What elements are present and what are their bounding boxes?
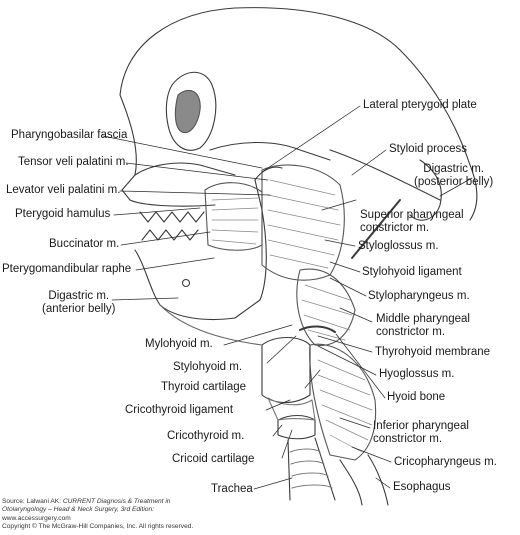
mandible <box>134 179 267 321</box>
label-superior-constrictor-line2: constrictor m. <box>360 222 430 234</box>
label-inferior-pharyngeal-constrictor: Inferior pharyngeal constrictor m. <box>373 420 469 446</box>
lower-teeth <box>141 229 199 241</box>
label-digastric-posterior-line2: (posterior belly) <box>414 176 494 188</box>
mandible-ramus <box>254 166 283 181</box>
credit-line-2: Otolaryngology – Head & Neck Surgery, 3r… <box>2 506 193 514</box>
label-hyoglossus: Hyoglossus m. <box>379 368 455 380</box>
credit-copyright: Copyright © The McGraw-Hill Companies, I… <box>2 523 194 531</box>
label-superior-constrictor-line1: Superior pharyngeal <box>360 209 464 221</box>
label-esophagus: Esophagus <box>393 481 451 493</box>
label-pharyngobasilar-fascia: Pharyngobasilar fascia <box>11 129 128 141</box>
mastoid-region <box>409 159 442 221</box>
label-buccinator: Buccinator m. <box>49 238 120 250</box>
hyoid-bone <box>299 325 336 333</box>
thyroid-cartilage <box>261 336 311 404</box>
esophagus <box>339 454 389 506</box>
label-digastric-anterior-line1: Digastric m. <box>48 290 110 302</box>
mental-foramen <box>181 278 191 288</box>
neck-front <box>159 304 263 346</box>
upper-teeth <box>139 211 205 223</box>
label-middle-pharyngeal-constrictor: Middle pharyngeal constrictor m. <box>376 313 470 339</box>
leader-lines <box>102 105 473 490</box>
label-tensor-veli-palatini: Tensor veli palatini m. <box>18 156 129 168</box>
credit-url: www.accessurgery.com <box>2 514 71 522</box>
label-pterygoid-hamulus: Pterygoid hamulus <box>15 208 111 220</box>
credit-source-title-1: CURRENT Diagnosis & Treatment in <box>62 498 171 505</box>
label-digastric-posterior: Digastric m. (posterior belly) <box>414 163 493 189</box>
cricoid-cartilage <box>277 414 316 440</box>
label-middle-constrictor-line1: Middle pharyngeal <box>376 313 470 325</box>
label-inferior-constrictor-line2: constrictor m. <box>373 433 443 445</box>
zygomatic-arch <box>209 141 331 161</box>
label-middle-constrictor-line2: constrictor m. <box>376 326 446 338</box>
label-cricothyroid: Cricothyroid m. <box>167 430 245 442</box>
cranial-base <box>329 149 441 201</box>
label-cricopharyngeus: Cricopharyngeus m. <box>394 456 497 468</box>
label-digastric-anterior: Digastric m. (anterior belly) <box>42 290 116 316</box>
source-credit: Source: Lalwani AK: CURRENT Diagnosis & … <box>2 498 193 532</box>
label-digastric-posterior-line1: Digastric m. <box>423 163 484 175</box>
label-styloglossus: Styloglossus m. <box>358 240 439 252</box>
styloid-process <box>351 199 401 259</box>
label-thyrohyoid-membrane: Thyrohyoid membrane <box>375 346 491 358</box>
label-hyoid-bone: Hyoid bone <box>387 391 446 403</box>
middle-constrictor-mass <box>296 268 356 346</box>
label-styloid-process: Styloid process <box>389 143 467 155</box>
label-superior-pharyngeal-constrictor: Superior pharyngeal constrictor m. <box>360 209 464 235</box>
superior-constrictor-mass <box>261 164 345 281</box>
label-mylohyoid: Mylohyoid m. <box>145 338 213 350</box>
nasal-bone <box>119 94 137 201</box>
tracheal-rings <box>289 448 333 489</box>
upper-jaw-line <box>129 199 216 207</box>
label-thyroid-cartilage: Thyroid cartilage <box>161 381 247 393</box>
label-digastric-anterior-line2: (anterior belly) <box>42 303 116 315</box>
trachea <box>287 437 336 501</box>
label-trachea: Trachea <box>211 483 253 495</box>
label-stylopharyngeus: Stylopharyngeus m. <box>368 290 470 302</box>
credit-source-title-2: Otolaryngology – Head & Neck Surgery, 3r… <box>2 506 154 514</box>
label-cricothyroid-ligament: Cricothyroid ligament <box>125 404 234 416</box>
skull-outline <box>119 7 478 221</box>
label-stylohyoid: Stylohyoid m. <box>173 361 243 373</box>
orbit-shadow <box>174 90 201 134</box>
maxilla <box>134 162 236 176</box>
label-cricoid-cartilage: Cricoid cartilage <box>172 453 255 465</box>
label-inferior-constrictor-line1: Inferior pharyngeal <box>373 420 469 432</box>
credit-line-1: Source: Lalwani AK: CURRENT Diagnosis & … <box>2 498 193 506</box>
inferior-constrictor-mass <box>309 343 377 461</box>
label-levator-veli-palatini: Levator veli palatini m. <box>6 184 121 196</box>
label-stylohyoid-ligament: Stylohyoid ligament <box>362 266 462 278</box>
orbit <box>165 71 217 151</box>
credit-source-prefix: Source: Lalwani AK: <box>2 498 63 505</box>
muscle-fibers <box>211 179 373 453</box>
label-lateral-pterygoid-plate: Lateral pterygoid plate <box>363 99 477 111</box>
label-pterygomandibular-raphe: Pterygomandibular raphe <box>2 263 132 275</box>
